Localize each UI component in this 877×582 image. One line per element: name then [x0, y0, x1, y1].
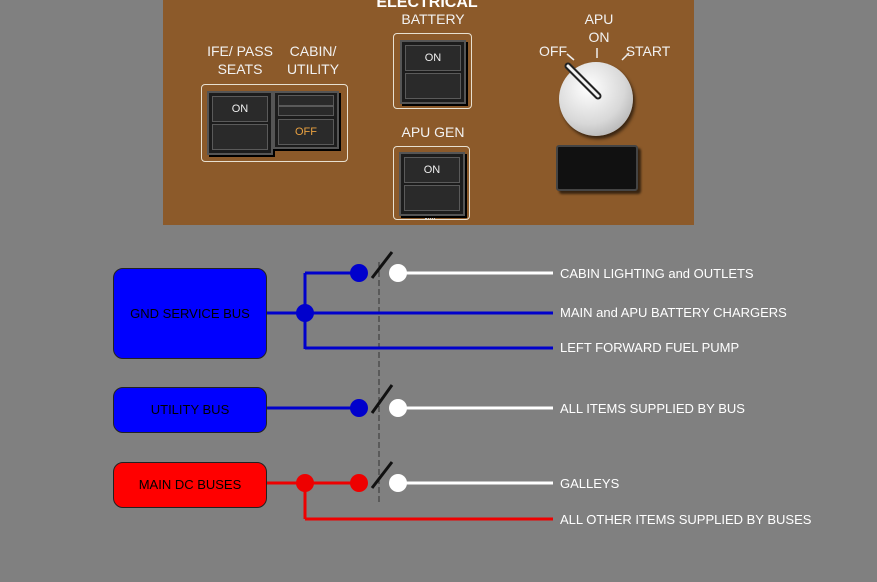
cabin-label-line1: CABIN/ — [289, 43, 337, 59]
battery-switch[interactable]: ON — [400, 40, 466, 104]
utility-relay-contact-in — [350, 399, 368, 417]
gnd-relay-contact-in — [350, 264, 368, 282]
ife-label-line2: SEATS — [217, 61, 263, 77]
apu-gen-switch-lower-light — [404, 185, 460, 211]
load-other-items: ALL OTHER ITEMS SUPPLIED BY BUSES — [560, 512, 812, 527]
main-dc-relay-contact-out — [389, 474, 407, 492]
gnd-relay-switch-arm — [370, 251, 394, 279]
battery-switch-lower-light — [405, 73, 461, 99]
gnd-relay-contact-out — [389, 264, 407, 282]
apu-gen-switch[interactable]: ON — [399, 152, 465, 216]
ife-switch-lower-light — [212, 124, 268, 150]
cabin-switch-upper-light-2 — [278, 106, 334, 116]
battery-label: BATTERY — [401, 11, 465, 27]
gnd-service-bus: GND SERVICE BUS — [113, 268, 267, 359]
ife-pass-seats-switch[interactable]: ON — [207, 91, 273, 155]
utility-relay-contact-out — [389, 399, 407, 417]
cabin-utility-switch[interactable]: OFF — [273, 91, 339, 149]
panel-title: ELECTRICAL — [376, 0, 478, 11]
apu-start-label: START — [625, 43, 671, 59]
apu-knob-marks — [564, 48, 630, 100]
ife-switch-on-light: ON — [212, 96, 268, 122]
apu-on-label: ON — [588, 29, 610, 45]
battery-switch-on-light: ON — [405, 45, 461, 71]
apu-selector-knob[interactable] — [559, 62, 633, 136]
cabin-switch-upper-light — [278, 95, 334, 106]
main-dc-buses: MAIN DC BUSES — [113, 462, 267, 508]
utility-relay-switch-arm — [370, 384, 394, 414]
ife-label-line1: IFE/ PASS — [207, 43, 273, 59]
electrical-panel: ELECTRICAL IFE/ PASS SEATS CABIN/ UTILIT… — [163, 0, 694, 225]
main-dc-junction-dot — [296, 474, 314, 492]
apu-gen-switch-frame — [393, 146, 470, 220]
apu-label: APU — [584, 11, 614, 27]
load-galleys: GALLEYS — [560, 476, 620, 491]
apu-off-label: OFF — [539, 43, 567, 59]
load-fuel-pump: LEFT FORWARD FUEL PUMP — [560, 340, 740, 355]
battery-switch-frame — [393, 33, 472, 109]
apu-fault-light — [556, 145, 638, 191]
cabin-label-line2: UTILITY — [286, 61, 340, 77]
cabin-switch-off-light: OFF — [278, 119, 334, 145]
main-dc-relay-switch-arm — [370, 461, 394, 489]
main-dc-relay-contact-in — [350, 474, 368, 492]
utility-bus: UTILITY BUS — [113, 387, 267, 433]
apu-gen-switch-on-light: ON — [404, 157, 460, 183]
apu-gen-label: APU GEN — [401, 124, 465, 140]
load-battery-chargers: MAIN and APU BATTERY CHARGERS — [560, 305, 787, 320]
ife-cabin-switch-frame — [201, 84, 348, 162]
gnd-junction-dot — [296, 304, 314, 322]
panel-dots — [425, 218, 435, 223]
load-cabin-lighting: CABIN LIGHTING and OUTLETS — [560, 266, 754, 281]
load-utility-items: ALL ITEMS SUPPLIED BY BUS — [560, 401, 745, 416]
